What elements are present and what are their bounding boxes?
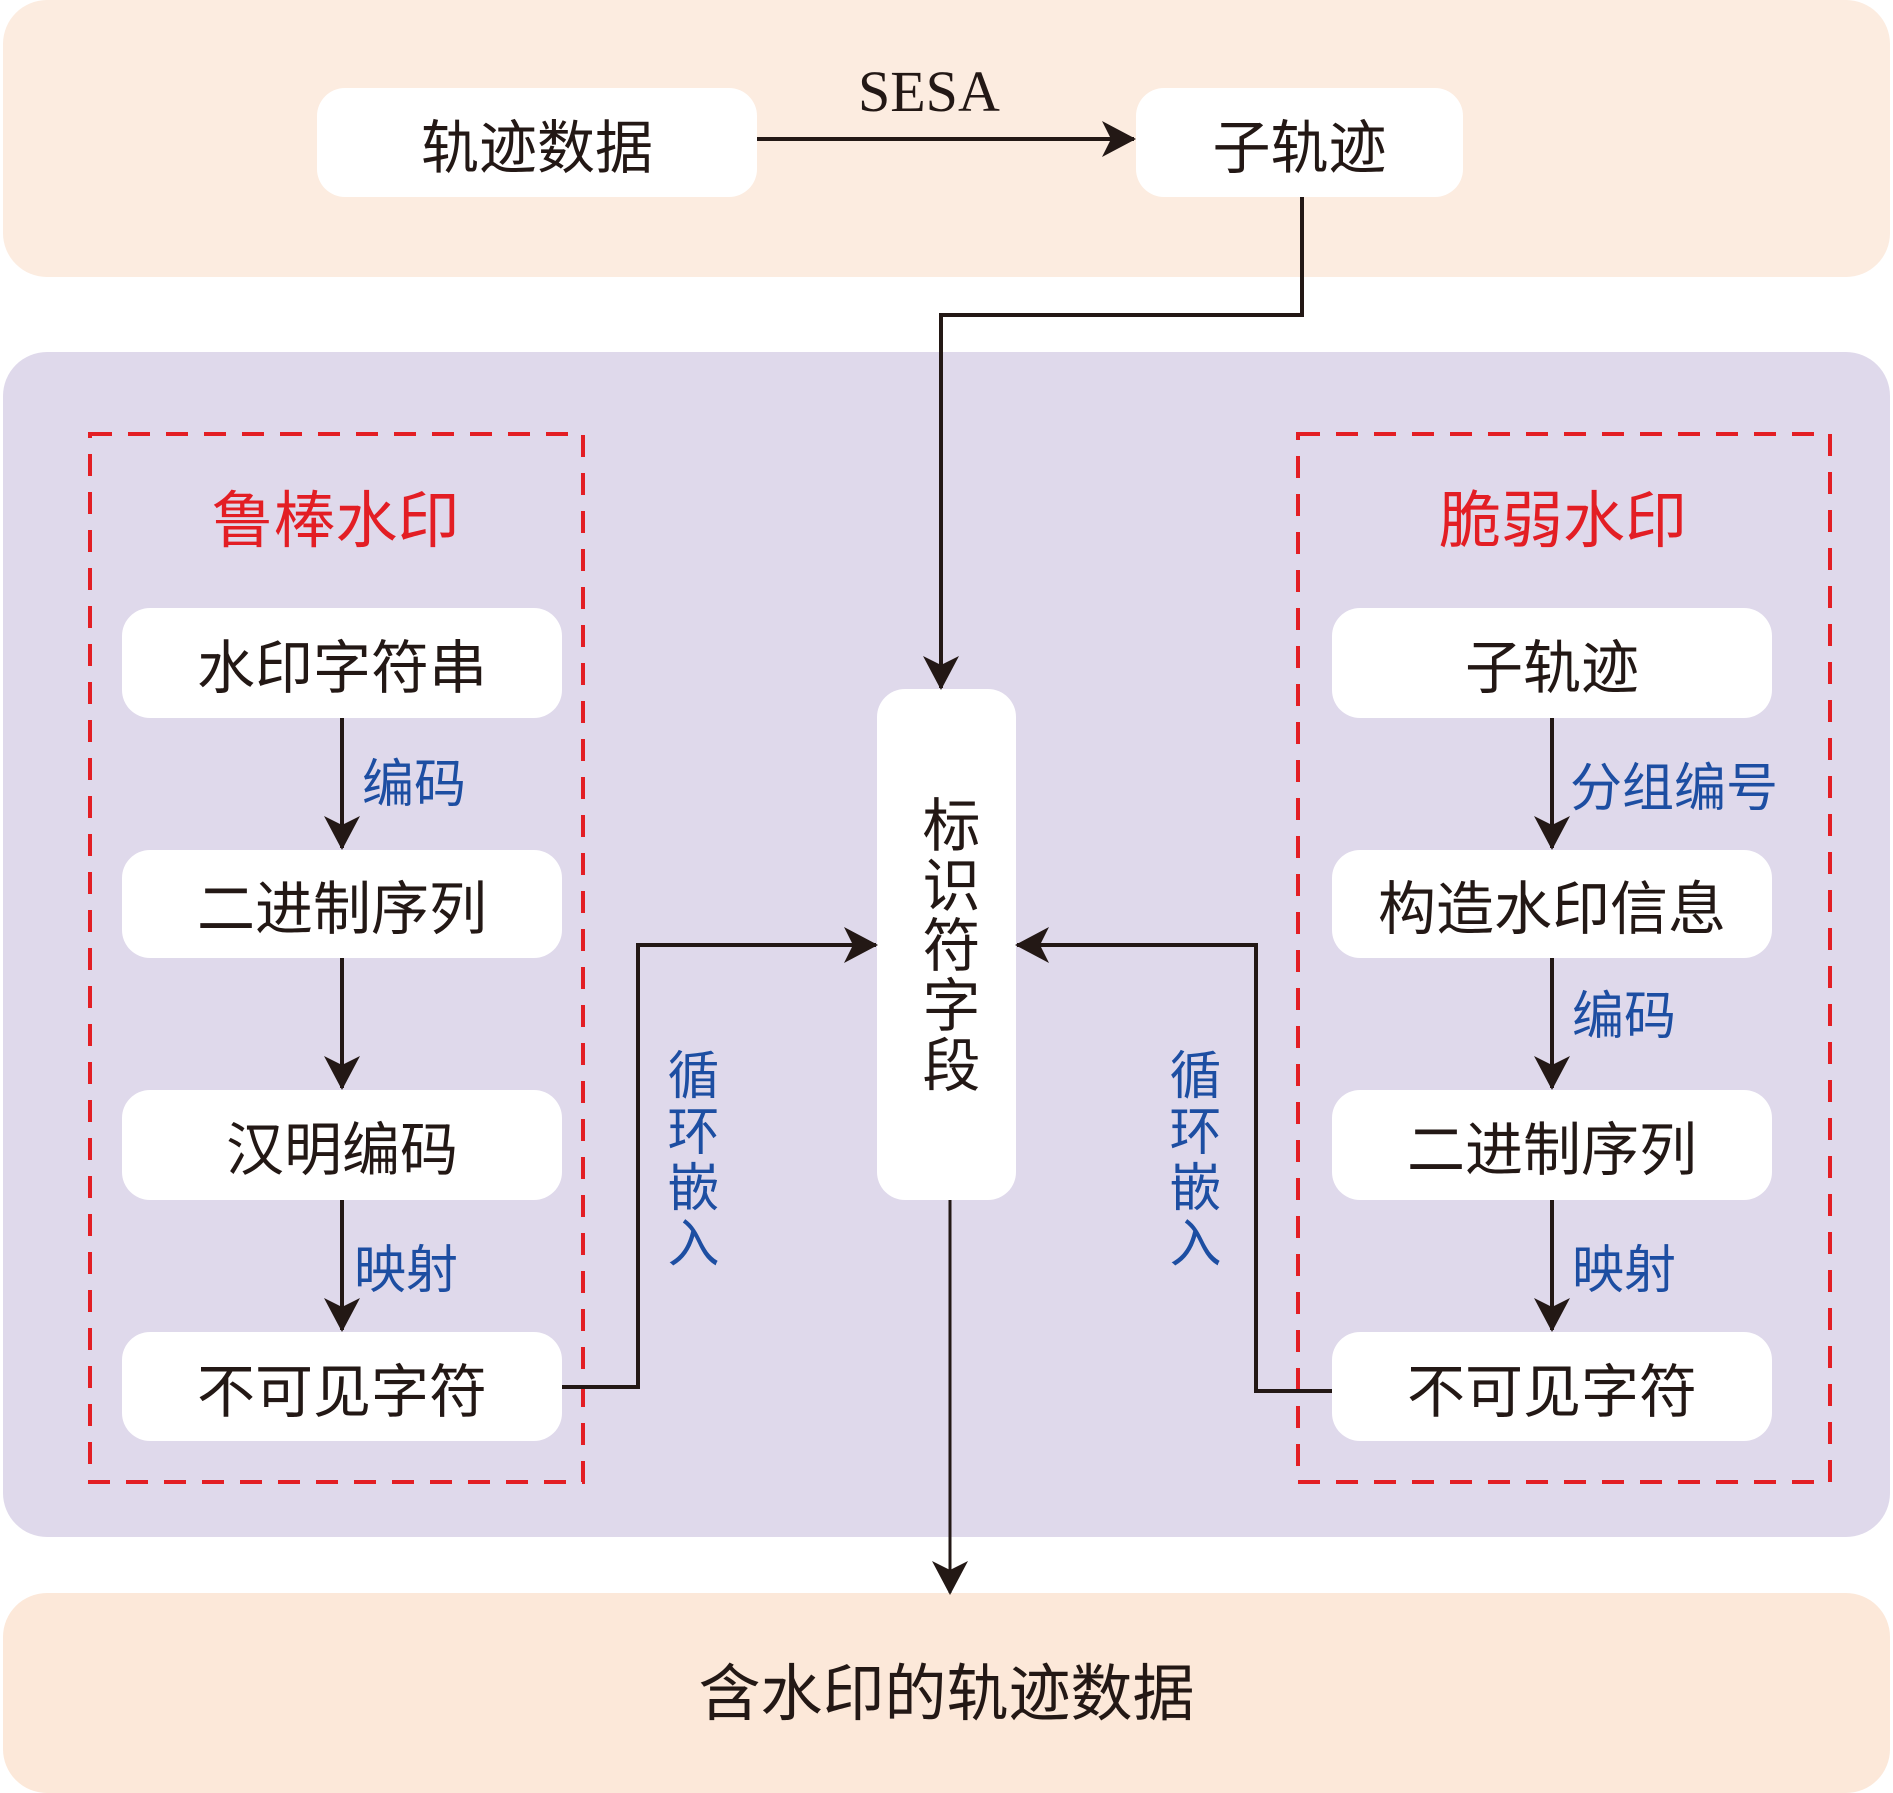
watermarked-trajectory-label: 含水印的轨迹数据 bbox=[698, 1657, 1195, 1730]
identifier-field-label: 标识符字段 bbox=[912, 794, 981, 1095]
identifier-field-node: 标识符字段 bbox=[877, 689, 1016, 1200]
fragile-node-label: 不可见字符 bbox=[1406, 1357, 1697, 1426]
fragile-node-label: 子轨迹 bbox=[1464, 634, 1639, 702]
robust-node-watermark-string: 水印字符串 bbox=[122, 608, 562, 718]
robust-edge-label-map: 映射 bbox=[354, 1241, 459, 1301]
trajectory-data-node: 轨迹数据 bbox=[317, 88, 757, 197]
fragile-edge-label-map: 映射 bbox=[1572, 1241, 1677, 1301]
robust-node-invisible-chars: 不可见字符 bbox=[122, 1332, 562, 1441]
sub-trajectory-label: 子轨迹 bbox=[1212, 113, 1387, 182]
fragile-node-label: 构造水印信息 bbox=[1377, 875, 1726, 943]
robust-edge-label-encode: 编码 bbox=[362, 755, 467, 815]
fragile-watermark-title: 脆弱水印 bbox=[1438, 484, 1687, 557]
fragile-edge-label-encode: 编码 bbox=[1572, 987, 1677, 1047]
fragile-node-sub-trajectory: 子轨迹 bbox=[1332, 608, 1772, 718]
sesa-edge-label: SESA bbox=[858, 59, 1000, 124]
trajectory-data-label: 轨迹数据 bbox=[420, 113, 653, 182]
fragile-edge-label-group-number: 分组编号 bbox=[1570, 759, 1779, 819]
fragile-node-binary-sequence: 二进制序列 bbox=[1332, 1090, 1772, 1200]
robust-node-label: 不可见字符 bbox=[196, 1357, 487, 1426]
fragile-embed-label: 循环嵌入 bbox=[1160, 1048, 1220, 1272]
watermarked-trajectory-node: 含水印的轨迹数据 bbox=[3, 1593, 1890, 1783]
robust-node-hamming-code: 汉明编码 bbox=[122, 1090, 562, 1200]
sub-trajectory-node: 子轨迹 bbox=[1136, 88, 1463, 197]
fragile-node-construct-info: 构造水印信息 bbox=[1332, 850, 1772, 958]
robust-node-label: 汉明编码 bbox=[225, 1116, 458, 1184]
robust-watermark-title: 鲁棒水印 bbox=[211, 484, 460, 557]
robust-embed-label: 循环嵌入 bbox=[658, 1048, 718, 1272]
output-stage-panel bbox=[3, 1593, 1890, 1793]
fragile-node-invisible-chars: 不可见字符 bbox=[1332, 1332, 1772, 1441]
robust-node-label: 二进制序列 bbox=[196, 875, 487, 943]
fragile-node-label: 二进制序列 bbox=[1406, 1116, 1697, 1184]
input-stage-panel bbox=[3, 0, 1890, 277]
robust-node-binary-sequence: 二进制序列 bbox=[122, 850, 562, 958]
robust-node-label: 水印字符串 bbox=[196, 634, 487, 702]
